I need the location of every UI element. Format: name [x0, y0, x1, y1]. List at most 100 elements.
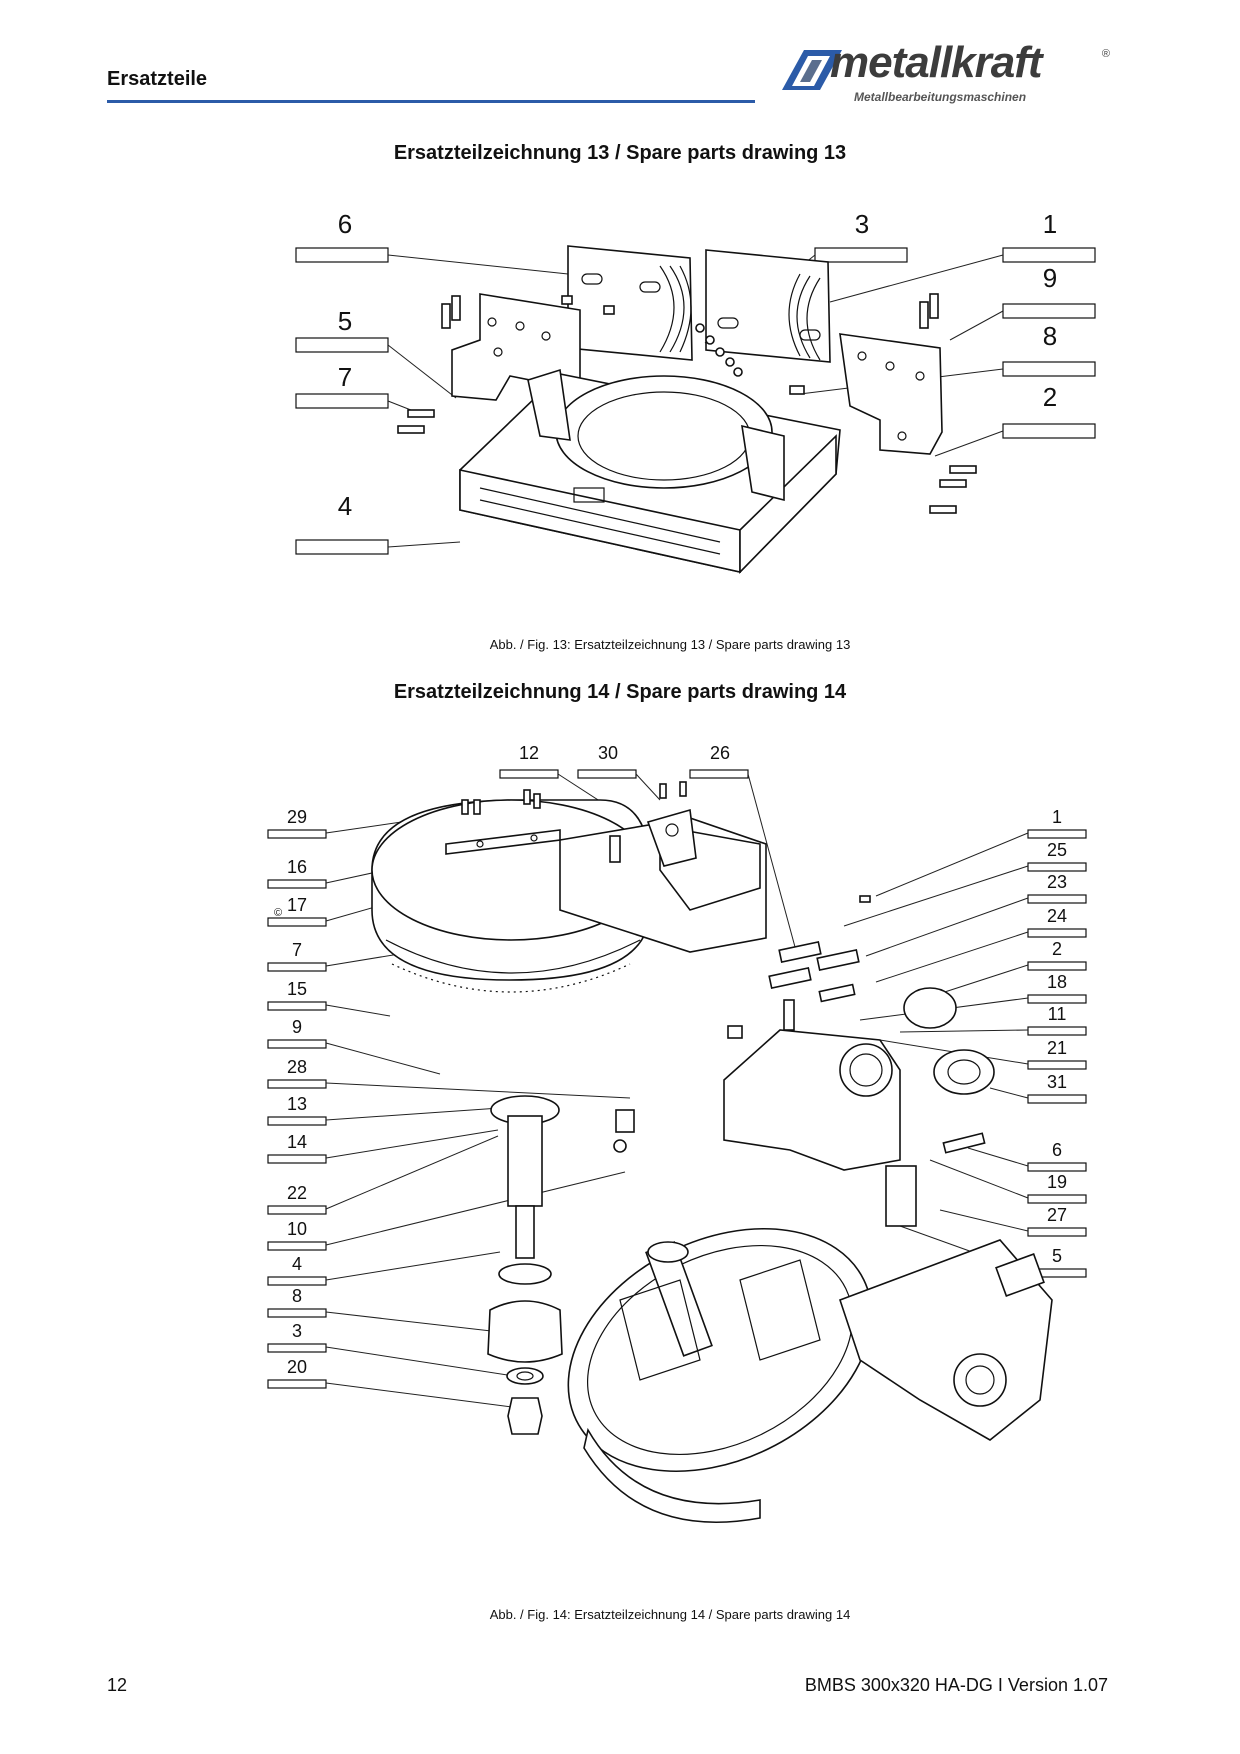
label-box: 22 — [267, 1183, 327, 1215]
label-box-26: 26 — [689, 743, 749, 779]
label-number: 27 — [1047, 1205, 1067, 1225]
label-box: 25 — [1027, 840, 1087, 872]
label-box: 3 — [267, 1321, 327, 1353]
label-box: 10 — [267, 1219, 327, 1251]
label-box-12: 12 — [499, 743, 559, 779]
metallkraft-logo: metallkraft ® Metallbearbeitungsmaschine… — [780, 38, 1110, 106]
drawing-13-title: Ersatzteilzeichnung 13 / Spare parts dra… — [393, 142, 847, 164]
label-box: 27 — [1027, 1205, 1087, 1237]
small-screws-14 — [461, 781, 871, 903]
label-box-7: 7 — [295, 362, 389, 409]
logo-wordmark: metallkraft — [830, 38, 1043, 87]
label-box: 29 — [267, 807, 327, 839]
label-box-6: 6 — [295, 209, 389, 263]
label-number: 10 — [287, 1219, 307, 1239]
label-box-30: 30 — [577, 743, 637, 779]
drawing-14-title: Ersatzteilzeichnung 14 / Spare parts dra… — [393, 681, 847, 703]
label-box: 31 — [1027, 1072, 1087, 1104]
label-number: 29 — [287, 807, 307, 827]
label-box: 1 — [1027, 807, 1087, 839]
left-label-column: 29 16 17 7 15 9 28 13 14 22 10 4 8 3 20 — [267, 807, 327, 1389]
label-number: 18 — [1047, 972, 1067, 992]
label-box: 2 — [1027, 939, 1087, 971]
label-number: 21 — [1047, 1038, 1067, 1058]
machine-base — [459, 368, 841, 574]
label-box-9: 9 — [1002, 263, 1096, 319]
clamp-bar — [445, 829, 561, 855]
label-5: 5 — [338, 306, 352, 336]
label-number: 22 — [287, 1183, 307, 1203]
assembled-turntable — [567, 1227, 1053, 1524]
label-number: 7 — [292, 940, 302, 960]
label-number: 15 — [287, 979, 307, 999]
label-number: 9 — [292, 1017, 302, 1037]
label-7: 7 — [338, 362, 352, 392]
jaw-plate-left — [567, 245, 693, 361]
label-number: 6 — [1052, 1140, 1062, 1160]
label-box-1: 1 — [1002, 209, 1096, 263]
document-version: BMBS 300x320 HA-DG I Version 1.07 — [804, 1675, 1108, 1695]
label-number: 1 — [1052, 807, 1062, 827]
label-4: 4 — [338, 491, 352, 521]
label-number: 5 — [1052, 1246, 1062, 1266]
label-number: 19 — [1047, 1172, 1067, 1192]
jaw-plate-right — [705, 249, 831, 363]
drawing-14-caption: Abb. / Fig. 14: Ersatzteilzeichnung 14 /… — [489, 1607, 851, 1622]
clamp-block — [646, 808, 697, 867]
label-box: 23 — [1027, 872, 1087, 904]
bracket-right — [839, 333, 943, 455]
spindle-parts — [487, 1095, 635, 1435]
right-label-column: 1 25 23 242 18 11 21 31 6 19 27 5 — [1027, 807, 1087, 1278]
label-8: 8 — [1043, 321, 1057, 351]
label-box: 21 — [1027, 1038, 1087, 1070]
label-number: 2 — [1052, 939, 1062, 959]
label-number: 28 — [287, 1057, 307, 1077]
gear-housing — [723, 941, 995, 1227]
label-number: 4 — [292, 1254, 302, 1274]
label-number: 13 — [287, 1094, 307, 1114]
label-box: 20 — [267, 1357, 327, 1389]
label-box: 17 — [267, 895, 327, 927]
label-box-4: 4 — [295, 491, 389, 555]
label-26: 26 — [710, 743, 730, 763]
label-number: 11 — [1048, 1004, 1067, 1024]
label-box-8: 8 — [1002, 321, 1096, 377]
logo-registered: ® — [1101, 48, 1110, 60]
label-box: 28 — [267, 1057, 327, 1089]
label-number: 8 — [292, 1286, 302, 1306]
label-number: 3 — [292, 1321, 302, 1341]
header-rule — [107, 100, 755, 103]
label-number: 14 — [287, 1132, 307, 1152]
label-box: 14 — [267, 1132, 327, 1164]
label-box: 18 — [1027, 972, 1087, 1004]
label-box: 7 — [267, 940, 327, 972]
label-number: 16 — [287, 857, 307, 877]
label-box: 6 — [1027, 1140, 1087, 1172]
copyright-mark: © — [274, 907, 282, 919]
leader-lines-13 — [387, 254, 1004, 548]
label-number: 31 — [1047, 1072, 1067, 1092]
label-box: 15 — [267, 979, 327, 1011]
label-9: 9 — [1043, 263, 1057, 293]
label-number: 25 — [1047, 840, 1067, 860]
section-title: Ersatzteile — [107, 68, 208, 90]
label-number: 17 — [287, 895, 307, 915]
label-box: 11 — [1027, 1004, 1087, 1036]
label-2: 2 — [1043, 382, 1057, 412]
label-box-2: 2 — [1002, 382, 1096, 439]
label-1: 1 — [1043, 209, 1057, 239]
label-number: 23 — [1047, 872, 1067, 892]
label-box: 24 — [1027, 906, 1087, 938]
label-6: 6 — [338, 209, 352, 239]
label-box-3: 3 — [814, 209, 908, 263]
label-box: 13 — [267, 1094, 327, 1126]
label-3: 3 — [855, 209, 869, 239]
label-box: 9 — [267, 1017, 327, 1049]
label-box-5: 5 — [295, 306, 389, 353]
drawing-13-caption: Abb. / Fig. 13: Ersatzteilzeichnung 13 /… — [489, 637, 851, 652]
logo-subtitle: Metallbearbeitungsmaschinen — [854, 90, 1027, 104]
drawing-13-figure: 6 5 7 4 3 1 9 8 — [0, 200, 1240, 620]
page-number: 12 — [107, 1675, 128, 1695]
label-box: 19 — [1027, 1172, 1087, 1204]
